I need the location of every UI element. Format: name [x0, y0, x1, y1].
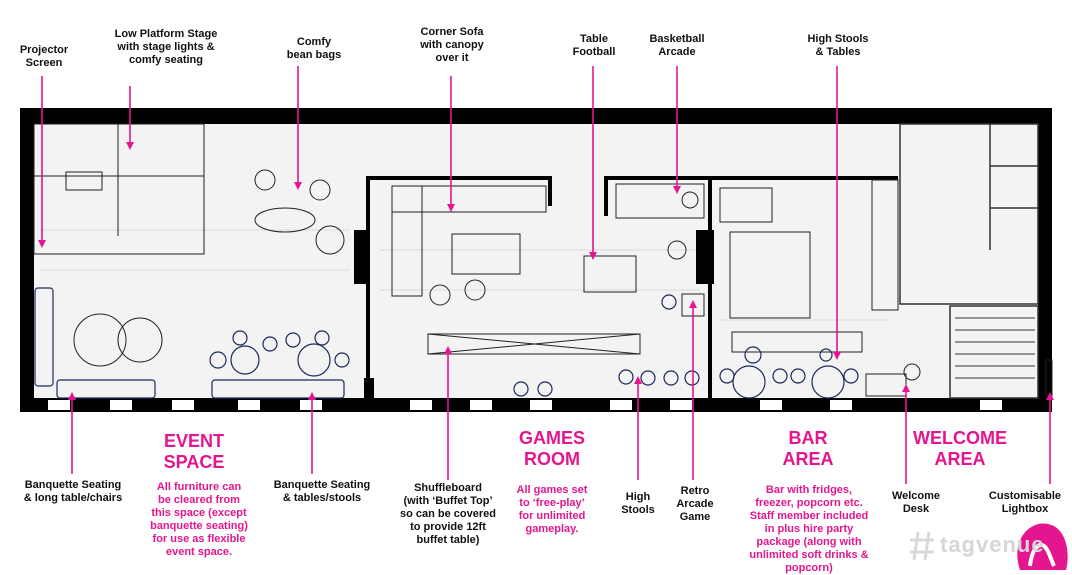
games-furniture — [391, 183, 705, 355]
label-high-stools-tables: High Stools & Tables — [807, 33, 869, 58]
zone-title-welcome-area: WELCOME AREA — [913, 428, 1007, 469]
callout-arrowheads — [38, 142, 1054, 400]
label-customisable-lightbox: Customisable Lightbox — [988, 490, 1062, 515]
event-furniture — [34, 287, 350, 399]
callout-lines — [41, 66, 1051, 484]
label-high-stools: High Stools — [621, 491, 655, 516]
restroom-block — [899, 123, 1039, 399]
label-comfy-bean-bags: Comfy bean bags — [286, 36, 342, 61]
label-projector-screen: Projector Screen — [19, 44, 69, 69]
logo-blob-icon — [1017, 523, 1068, 570]
zone-title-bar-area: BAR AREA — [782, 428, 834, 469]
zone-desc-games-room: All games set to ‘free-play’ for unlimit… — [516, 484, 588, 535]
label-table-football: Table Football — [572, 33, 616, 58]
staircase — [955, 317, 1035, 379]
bar-furniture — [719, 179, 899, 353]
label-basketball-arcade: Basketball Arcade — [649, 33, 705, 58]
floor-texture — [40, 229, 890, 321]
label-banquette-long-table: Banquette Seating & long table/chairs — [23, 479, 123, 504]
event-sketch — [33, 123, 345, 367]
zone-desc-event-space: All furniture can be cleared from this s… — [150, 481, 248, 558]
bottom-windows — [48, 400, 1002, 410]
zone-title-event-space: EVENT SPACE — [163, 431, 225, 472]
bar-stools-tables — [719, 346, 859, 399]
watermark-hash-icon — [910, 531, 934, 561]
label-corner-sofa: Corner Sofa with canopy over it — [420, 26, 484, 64]
label-low-platform-stage: Low Platform Stage with stage lights & c… — [114, 28, 218, 66]
zone-desc-bar-area: Bar with fridges, freezer, popcorn etc. … — [749, 484, 869, 574]
label-welcome-desk: Welcome Desk — [891, 490, 941, 515]
zone-title-games-room: GAMES ROOM — [518, 428, 585, 469]
games-stools — [513, 294, 700, 397]
interior-walls — [354, 176, 898, 400]
watermark-text: tagvenue — [940, 532, 1045, 557]
floor-area — [20, 110, 1052, 410]
label-shuffleboard: Shuffleboard (with ‘Buffet Top’ so can b… — [400, 482, 496, 546]
label-retro-arcade-game: Retro Arcade Game — [676, 485, 714, 523]
label-banquette-tables-stools: Banquette Seating & tables/stools — [273, 479, 371, 504]
